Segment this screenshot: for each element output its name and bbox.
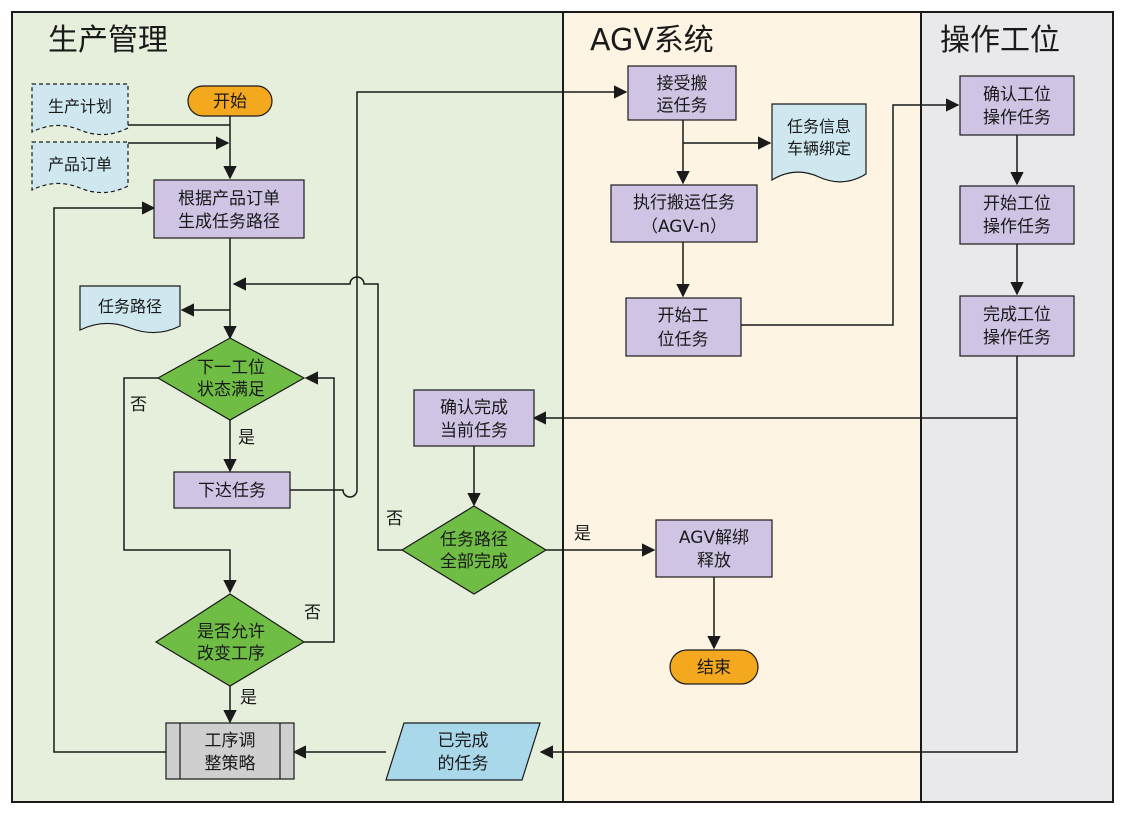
- edge-ws-to-done: [539, 418, 1018, 759]
- edge-change-no: [304, 371, 335, 643]
- decision-next-station: [156, 337, 306, 421]
- data-done-tasks-line2: 的任务: [438, 754, 489, 774]
- process-execute-transport-line1: 执行搬运任务: [633, 193, 735, 213]
- process-ws-confirm-line1: 确认工位: [983, 85, 1051, 105]
- process-start-station-task-line2: 位任务: [658, 330, 709, 350]
- doc-task-path-label: 任务路径: [98, 297, 162, 316]
- doc-production-plan: [31, 83, 129, 136]
- process-generate-path-line2: 生成任务路径: [178, 212, 280, 232]
- process-ws-confirm: [959, 75, 1075, 136]
- lane-title-production: 生产管理: [48, 23, 168, 58]
- process-confirm-current-line1: 确认完成: [440, 398, 508, 418]
- decision-all-done: [400, 505, 548, 595]
- process-issue-task-label: 下达任务: [198, 481, 266, 501]
- process-agv-release: [655, 519, 773, 578]
- data-done-tasks-line1: 已完成: [438, 731, 489, 751]
- label-next-yes: 是: [238, 428, 255, 448]
- process-agv-release-line2: 释放: [697, 551, 731, 571]
- process-adjust-strategy: [165, 722, 295, 780]
- process-accept-task-line1: 接受搬: [657, 74, 708, 94]
- process-ws-finish-line1: 完成工位: [983, 305, 1051, 325]
- decision-all-done-line2: 全部完成: [440, 552, 508, 572]
- edge-issue-to-accept: [290, 85, 628, 498]
- decision-allow-change-line1: 是否允许: [197, 622, 265, 642]
- process-issue-task: [173, 471, 291, 509]
- label-change-yes: 是: [240, 688, 257, 708]
- doc-task-path: [79, 285, 181, 334]
- label-change-no: 否: [304, 603, 321, 623]
- edge-all-no: [232, 276, 402, 551]
- process-start-station-task-line1: 开始工: [658, 306, 709, 326]
- process-ws-start-line1: 开始工位: [983, 194, 1051, 214]
- decision-next-station-line2: 状态满足: [197, 380, 265, 400]
- process-accept-task-line2: 运任务: [657, 96, 708, 116]
- edge-adjust-loop: [53, 201, 166, 753]
- process-confirm-current: [413, 389, 535, 447]
- process-adjust-strategy-line1: 工序调: [205, 731, 256, 751]
- decision-allow-change-line2: 改变工序: [197, 644, 265, 664]
- data-done-tasks: [385, 722, 541, 781]
- label-all-no: 否: [386, 509, 403, 529]
- lane-title-workstation: 操作工位: [940, 23, 1060, 58]
- doc-product-order: [31, 141, 129, 194]
- edge-start-to-ws: [741, 98, 960, 326]
- terminal-end-label: 结束: [697, 658, 731, 678]
- process-generate-path-line1: 根据产品订单: [178, 189, 280, 209]
- process-start-station-task: [625, 297, 742, 357]
- process-adjust-strategy-line2: 整策略: [205, 754, 256, 774]
- process-agv-release-line1: AGV解绑: [679, 528, 749, 548]
- process-confirm-current-line2: 当前任务: [440, 421, 508, 441]
- terminal-end: [669, 649, 759, 685]
- decision-next-station-line1: 下一工位: [197, 358, 265, 378]
- lane-title-agv: AGV系统: [590, 23, 714, 58]
- process-generate-path: [153, 179, 305, 239]
- label-next-no: 否: [130, 395, 147, 415]
- edge-next-no: [123, 377, 237, 594]
- process-ws-confirm-line2: 操作任务: [983, 108, 1051, 128]
- process-ws-start: [959, 185, 1075, 245]
- terminal-start: [187, 85, 273, 117]
- process-ws-finish-line2: 操作任务: [983, 328, 1051, 348]
- decision-allow-change: [154, 593, 306, 687]
- doc-bind-info-line1: 任务信息: [787, 117, 851, 136]
- label-all-yes: 是: [574, 524, 591, 544]
- process-execute-transport: [610, 184, 758, 243]
- doc-product-order-label: 产品订单: [48, 155, 112, 174]
- process-accept-task: [627, 65, 737, 121]
- doc-production-plan-label: 生产计划: [48, 97, 112, 116]
- doc-bind-info-line2: 车辆绑定: [787, 139, 851, 158]
- terminal-start-label: 开始: [213, 92, 247, 112]
- process-execute-transport-line2: （AGV-n）: [641, 217, 727, 237]
- process-ws-start-line2: 操作任务: [983, 217, 1051, 237]
- doc-bind-info: [771, 103, 867, 183]
- process-ws-finish: [959, 295, 1075, 357]
- decision-all-done-line1: 任务路径: [440, 530, 508, 550]
